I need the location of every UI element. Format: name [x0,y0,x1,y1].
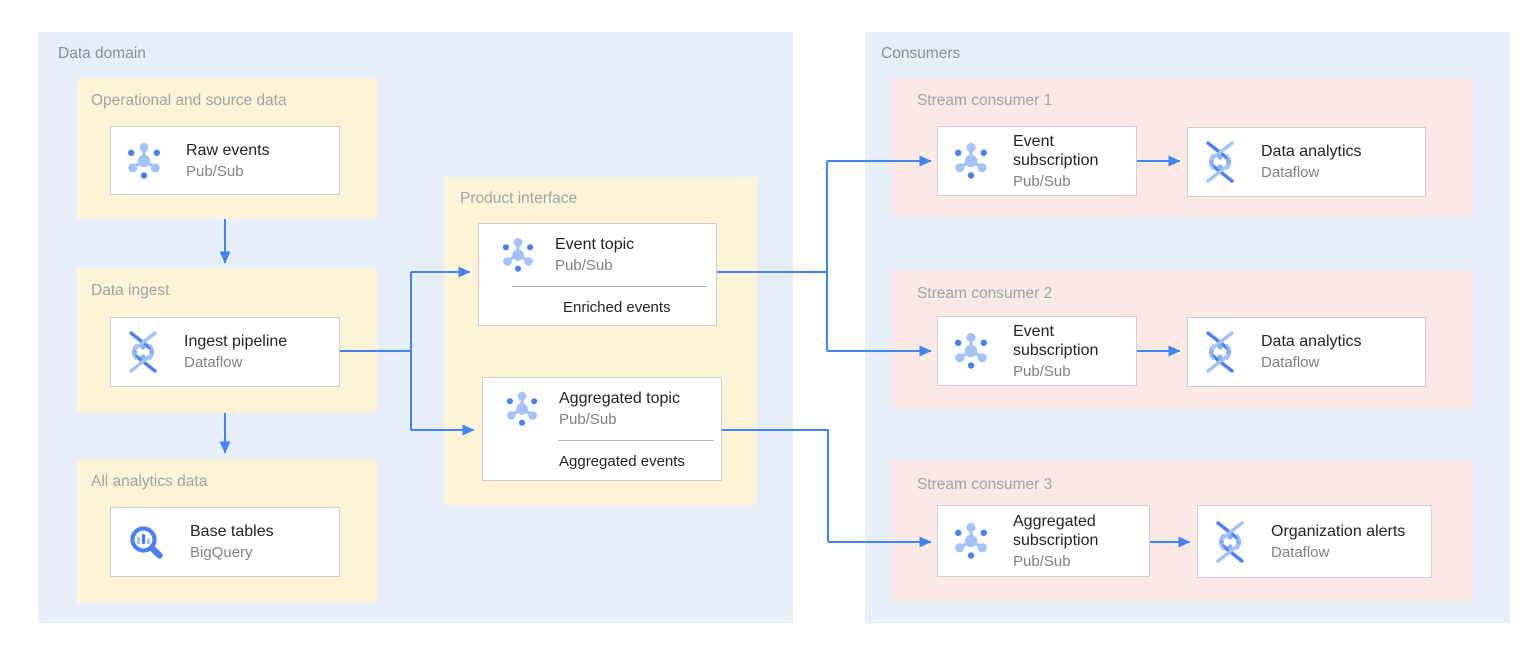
aggregated-topic-card: Aggregated topic Pub/Sub Aggregated even… [482,377,722,481]
stream-consumer-2-label: Stream consumer 2 [917,285,1053,302]
card-title: Data analytics [1261,333,1362,350]
card-title: Base tables [190,523,274,540]
pubsub-icon [505,389,539,429]
card-subtitle: Dataflow [1271,543,1330,561]
card-text: Aggregated topic Pub/Sub [559,389,680,429]
card-text: Organization alerts Dataflow [1271,522,1405,562]
all-analytics-data-label: All analytics data [91,473,208,490]
card-text: Event subscription Pub/Sub [1013,132,1136,191]
event-subscription-card-1: Event subscription Pub/Sub [937,126,1137,196]
data-analytics-card-2: Data analytics Dataflow [1187,317,1426,387]
card-subtitle: Pub/Sub [559,411,617,428]
dataflow-icon [1203,140,1237,184]
dataflow-icon [126,330,160,374]
card-text: Ingest pipeline Dataflow [184,332,287,372]
card-main: Aggregated topic Pub/Sub [483,378,721,440]
card-text: Data analytics Dataflow [1261,332,1362,372]
card-title: Raw events [186,141,270,159]
card-title: Event subscription [1013,132,1099,169]
event-topic-tag: Enriched events [563,299,671,316]
card-subtitle: Pub/Sub [1013,552,1071,570]
stream-consumer-1-label: Stream consumer 1 [917,92,1053,109]
raw-events-card: Raw events Pub/Sub [110,126,340,195]
consumers-label: Consumers [881,45,961,62]
data-analytics-card-1: Data analytics Dataflow [1187,127,1426,197]
card-main: Event topic Pub/Sub [479,224,716,286]
data-domain-label: Data domain [58,45,146,62]
pubsub-icon [501,235,535,275]
base-tables-card: Base tables BigQuery [110,507,340,577]
bigquery-icon [126,522,166,562]
aggregated-topic-tag: Aggregated events [559,453,685,470]
card-subtitle: Dataflow [1261,164,1320,181]
aggregated-subscription-card: Aggregated subscription Pub/Sub [937,505,1150,577]
divider [512,286,707,287]
pubsub-icon [953,140,989,182]
card-text: Event subscription Pub/Sub [1013,322,1136,381]
card-subtitle: Dataflow [1261,354,1320,371]
card-text: Data analytics Dataflow [1261,142,1362,182]
card-subtitle: BigQuery [190,544,253,561]
card-title: Event topic [555,236,635,253]
card-text: Base tables BigQuery [190,522,274,562]
stream-consumer-3-label: Stream consumer 3 [917,476,1053,493]
organization-alerts-card: Organization alerts Dataflow [1197,505,1432,578]
card-title: Aggregated subscription [1013,512,1099,549]
ingest-pipeline-card: Ingest pipeline Dataflow [110,317,340,387]
pubsub-icon [953,520,989,562]
event-topic-card: Event topic Pub/Sub Enriched events [478,223,717,326]
event-subscription-card-2: Event subscription Pub/Sub [937,316,1137,386]
card-title: Aggregated topic [559,390,680,407]
card-text: Raw events Pub/Sub [186,141,270,181]
product-interface-label: Product interface [460,190,578,207]
operational-source-data-label: Operational and source data [91,92,287,109]
pubsub-icon [126,140,162,182]
pubsub-icon [953,330,989,372]
card-subtitle: Pub/Sub [1013,362,1071,380]
card-title: Data analytics [1261,143,1362,160]
data-ingest-label: Data ingest [91,282,170,299]
card-subtitle: Pub/Sub [1013,172,1071,190]
card-subtitle: Pub/Sub [186,162,244,180]
dataflow-icon [1203,330,1237,374]
dataflow-icon [1213,520,1247,564]
card-subtitle: Pub/Sub [555,257,613,274]
card-text: Event topic Pub/Sub [555,235,634,275]
card-title: Ingest pipeline [184,333,288,350]
card-title: Organization alerts [1271,522,1406,540]
card-text: Aggregated subscription Pub/Sub [1013,512,1149,571]
card-title: Event subscription [1013,322,1099,359]
divider [558,440,714,441]
card-subtitle: Dataflow [184,354,243,371]
